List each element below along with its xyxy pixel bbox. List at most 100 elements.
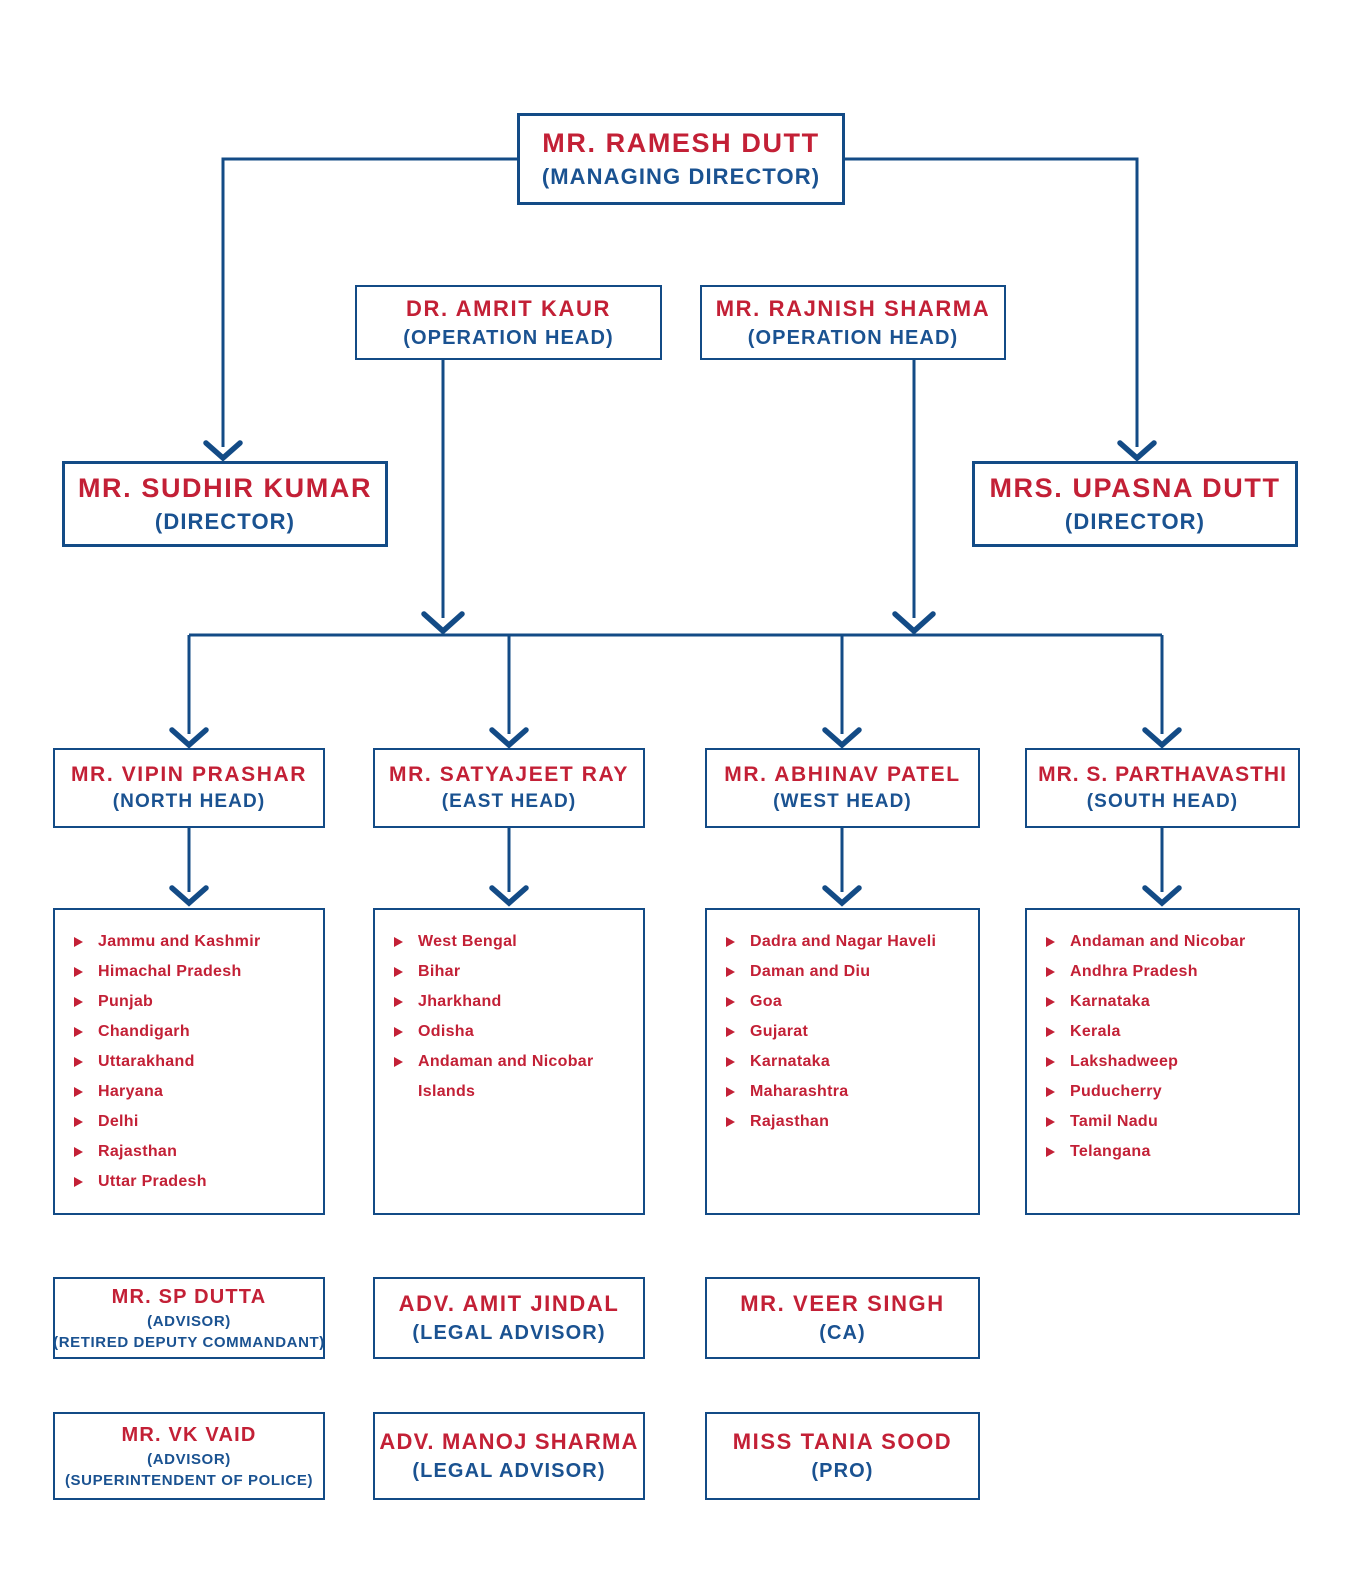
state-item: Delhi xyxy=(74,1107,315,1137)
connector-south-head-to-list xyxy=(1142,828,1182,907)
person-name: MR. SP DUTTA xyxy=(111,1285,267,1308)
person-name: MR. VK VAID xyxy=(121,1423,257,1446)
state-item: Jharkhand xyxy=(394,987,635,1017)
east-states-list: West Bengal Bihar Jharkhand Odisha Andam… xyxy=(373,908,645,1215)
state-label: West Bengal xyxy=(418,933,518,950)
node-north-head: MR. VIPIN PRASHAR (NORTH HEAD) xyxy=(53,748,325,828)
node-managing-director: MR. RAMESH DUTT (MANAGING DIRECTOR) xyxy=(517,113,845,205)
arrow-down-icon xyxy=(421,611,465,635)
person-role: (DIRECTOR) xyxy=(154,509,296,534)
state-label: Jharkhand xyxy=(418,993,502,1010)
bullet-triangle-icon xyxy=(726,1086,735,1097)
person-name: ADV. AMIT JINDAL xyxy=(398,1291,620,1316)
bullet-triangle-icon xyxy=(1046,1026,1055,1037)
node-director-right: MRS. UPASNA DUTT (DIRECTOR) xyxy=(972,461,1298,547)
bullet-triangle-icon xyxy=(1046,936,1055,947)
node-pro-tania-sood: MISS TANIA SOOD (PRO) xyxy=(705,1412,980,1500)
node-advisor-sp-dutta: MR. SP DUTTA (ADVISOR) (RETIRED DEPUTY C… xyxy=(53,1277,325,1359)
person-name: MR. ABHINAV PATEL xyxy=(724,763,961,786)
person-role: (WEST HEAD) xyxy=(773,791,912,812)
state-list: Dadra and Nagar Haveli Daman and Diu Goa… xyxy=(707,910,978,1137)
state-list: Andaman and Nicobar Andhra Pradesh Karna… xyxy=(1027,910,1298,1167)
state-label: Haryana xyxy=(98,1083,164,1100)
connector-west-head-to-list xyxy=(822,828,862,907)
connector-md-to-director-left xyxy=(203,157,517,462)
connector-bus-to-north-head xyxy=(169,635,209,749)
arrow-down-icon xyxy=(203,440,243,462)
state-label: Goa xyxy=(750,993,783,1010)
state-label: Rajasthan xyxy=(98,1143,178,1160)
person-role: (OPERATION HEAD) xyxy=(403,326,614,349)
arrow-down-icon xyxy=(1142,727,1182,749)
state-label: Puducherry xyxy=(1070,1083,1162,1100)
arrow-down-icon xyxy=(892,611,936,635)
state-item: Himachal Pradesh xyxy=(74,957,315,987)
person-role: (ADVISOR) xyxy=(147,1312,231,1330)
bullet-triangle-icon xyxy=(1046,996,1055,1007)
person-name: ADV. MANOJ SHARMA xyxy=(379,1429,639,1454)
state-label: Dadra and Nagar Haveli xyxy=(750,933,937,950)
arrow-down-icon xyxy=(169,727,209,749)
person-role: (LEGAL ADVISOR) xyxy=(412,1322,606,1344)
arrow-down-icon xyxy=(169,885,209,907)
state-label: Daman and Diu xyxy=(750,963,871,980)
state-label: Odisha xyxy=(418,1023,475,1040)
person-role: (OPERATION HEAD) xyxy=(747,326,959,349)
state-label: Chandigarh xyxy=(98,1023,190,1040)
person-name: MRS. UPASNA DUTT xyxy=(989,473,1281,503)
bullet-triangle-icon xyxy=(74,1176,83,1187)
state-item: Rajasthan xyxy=(74,1137,315,1167)
state-item: Uttar Pradesh xyxy=(74,1167,315,1197)
bullet-triangle-icon xyxy=(1046,966,1055,977)
state-label: Andaman and Nicobar Islands xyxy=(418,1053,594,1100)
state-item: Uttarakhand xyxy=(74,1047,315,1077)
person-name: MR. SUDHIR KUMAR xyxy=(77,473,373,503)
north-states-list: Jammu and Kashmir Himachal Pradesh Punja… xyxy=(53,908,325,1215)
connector-north-head-to-list xyxy=(169,828,209,907)
person-role: (SOUTH HEAD) xyxy=(1086,791,1239,812)
state-label: Andaman and Nicobar xyxy=(1070,933,1246,950)
connector-bus-to-south-head xyxy=(1142,635,1182,749)
bullet-triangle-icon xyxy=(726,966,735,977)
connector-east-head-to-list xyxy=(489,828,529,907)
state-label: Telangana xyxy=(1070,1143,1151,1160)
south-states-list: Andaman and Nicobar Andhra Pradesh Karna… xyxy=(1025,908,1300,1215)
arrow-down-icon xyxy=(489,727,529,749)
connector-ophead1-to-bus xyxy=(421,360,465,635)
bullet-triangle-icon xyxy=(726,1116,735,1127)
person-role: (DIRECTOR) xyxy=(1064,509,1206,534)
node-ca-veer-singh: MR. VEER SINGH (CA) xyxy=(705,1277,980,1359)
node-south-head: MR. S. PARTHAVASTHI (SOUTH HEAD) xyxy=(1025,748,1300,828)
state-item: Lakshadweep xyxy=(1046,1047,1290,1077)
person-name: MR. SATYAJEET RAY xyxy=(389,763,629,786)
state-label: Karnataka xyxy=(1070,993,1151,1010)
connector-ophead2-to-bus xyxy=(892,360,936,635)
person-name: MISS TANIA SOOD xyxy=(732,1429,953,1454)
state-label: Himachal Pradesh xyxy=(98,963,242,980)
bullet-triangle-icon xyxy=(74,1146,83,1157)
bullet-triangle-icon xyxy=(394,996,403,1007)
node-director-left: MR. SUDHIR KUMAR (DIRECTOR) xyxy=(62,461,388,547)
state-label: Delhi xyxy=(98,1113,139,1130)
bullet-triangle-icon xyxy=(74,996,83,1007)
bullet-triangle-icon xyxy=(1046,1086,1055,1097)
state-item: Jammu and Kashmir xyxy=(74,927,315,957)
bullet-triangle-icon xyxy=(74,1056,83,1067)
state-label: Punjab xyxy=(98,993,154,1010)
bullet-triangle-icon xyxy=(726,1056,735,1067)
person-name: DR. AMRIT KAUR xyxy=(406,295,611,321)
person-name: MR. S. PARTHAVASTHI xyxy=(1038,763,1287,786)
state-item: Maharashtra xyxy=(726,1077,970,1107)
node-legal-advisor-amit-jindal: ADV. AMIT JINDAL (LEGAL ADVISOR) xyxy=(373,1277,645,1359)
bullet-triangle-icon xyxy=(394,1056,403,1067)
arrow-down-icon xyxy=(489,885,529,907)
arrow-down-icon xyxy=(822,885,862,907)
state-item: Telangana xyxy=(1046,1137,1290,1167)
node-east-head: MR. SATYAJEET RAY (EAST HEAD) xyxy=(373,748,645,828)
state-label: Tamil Nadu xyxy=(1070,1113,1159,1130)
state-item: Tamil Nadu xyxy=(1046,1107,1290,1137)
node-legal-advisor-manoj-sharma: ADV. MANOJ SHARMA (LEGAL ADVISOR) xyxy=(373,1412,645,1500)
state-item: Karnataka xyxy=(1046,987,1290,1017)
state-label: Lakshadweep xyxy=(1070,1053,1179,1070)
person-role: (ADVISOR) xyxy=(147,1450,231,1468)
